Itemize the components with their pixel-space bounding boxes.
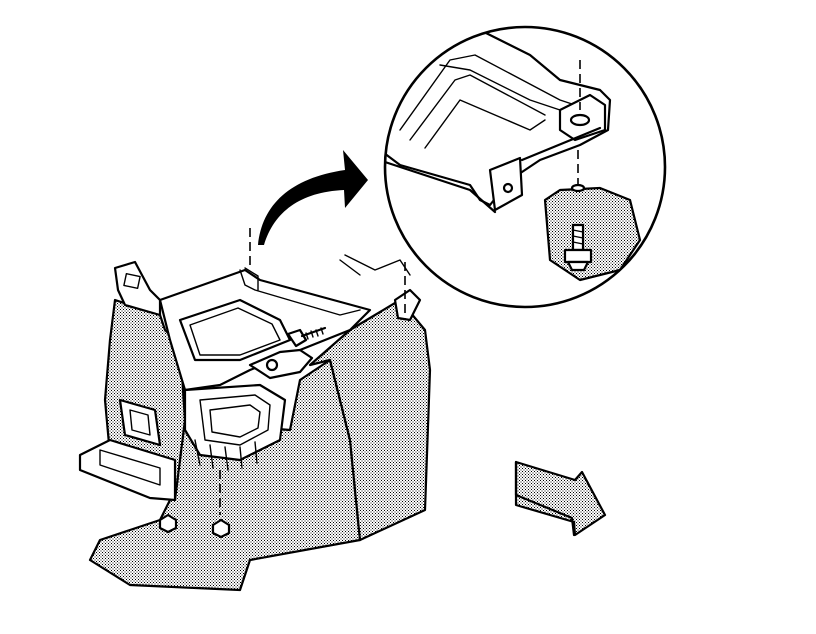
alignment-lines bbox=[219, 228, 406, 515]
front-direction-arrow bbox=[514, 460, 607, 537]
bolt bbox=[286, 326, 327, 348]
callout-arrow bbox=[258, 150, 368, 245]
detail-magnifier bbox=[383, 25, 667, 309]
console-body bbox=[78, 254, 432, 592]
